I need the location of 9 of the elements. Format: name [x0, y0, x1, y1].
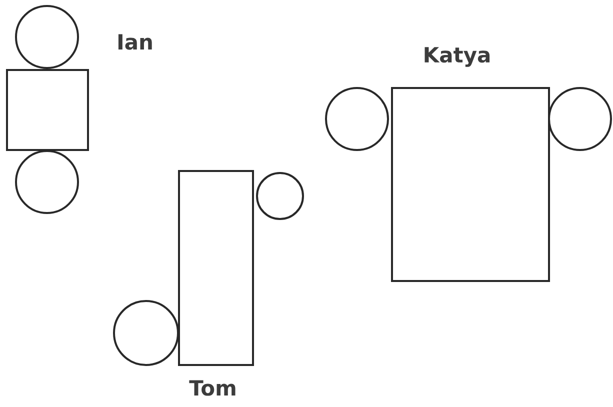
name-label: Ian — [118, 34, 152, 50]
circle — [113, 300, 179, 366]
circle — [15, 5, 79, 69]
circle — [15, 150, 79, 214]
circle — [325, 87, 389, 151]
name-label: Tom — [189, 380, 236, 396]
name-label: Katya — [424, 47, 490, 67]
circle — [548, 87, 612, 151]
circle — [256, 172, 304, 220]
